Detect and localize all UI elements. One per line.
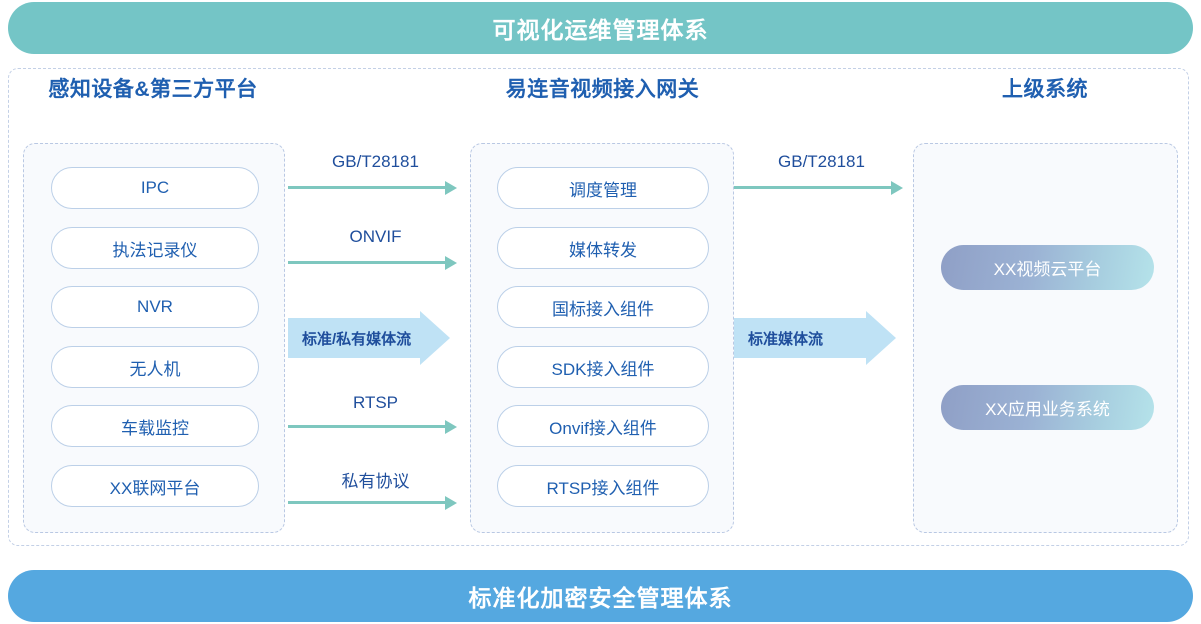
upper-system-label: XX应用业务系统	[985, 400, 1110, 419]
gateway-item-rtsp-access[interactable]: RTSP接入组件	[497, 465, 709, 507]
top-banner: 可视化运维管理体系	[8, 2, 1193, 54]
upper-system-business-app[interactable]: XX应用业务系统	[941, 385, 1154, 430]
connector-line-rtsp	[288, 425, 445, 428]
connector-arrowhead-gbt28181-left	[445, 181, 457, 195]
device-item-vehicle[interactable]: 车载监控	[51, 405, 259, 447]
gateway-item-label: RTSP接入组件	[546, 478, 660, 498]
connector-block-label-standard-stream: 标准媒体流	[748, 330, 824, 348]
connector-label-rtsp: RTSP	[352, 393, 399, 412]
device-item-label: 无人机	[129, 359, 181, 379]
device-item-recorder[interactable]: 执法记录仪	[51, 227, 259, 269]
column-right: 上级系统	[900, 76, 1190, 106]
bottom-banner-label: 标准化加密安全管理体系	[468, 585, 733, 611]
column-middle-title: 易连音视频接入网关	[505, 78, 700, 101]
column-right-title: 上级系统	[1002, 78, 1088, 101]
device-item-label: 执法记录仪	[112, 240, 198, 260]
gateway-item-dispatch[interactable]: 调度管理	[497, 167, 709, 209]
device-item-drone[interactable]: 无人机	[51, 346, 259, 388]
device-item-label: 车载监控	[121, 418, 189, 438]
connector-block-standard-stream: 标准媒体流	[734, 318, 866, 358]
gateway-item-forward[interactable]: 媒体转发	[497, 227, 709, 269]
top-banner-label: 可视化运维管理体系	[492, 17, 709, 43]
connector-arrowhead-private-protocol	[445, 496, 457, 510]
connector-block-label-standard-private-stream: 标准/私有媒体流	[302, 330, 412, 348]
device-item-label: NVR	[137, 297, 173, 316]
connector-line-private-protocol	[288, 501, 445, 504]
connector-line-gbt28181-right	[734, 186, 891, 189]
connector-arrowhead-rtsp	[445, 420, 457, 434]
device-item-ipc[interactable]: IPC	[51, 167, 259, 209]
outer-dashed-frame	[8, 68, 1189, 546]
gateway-item-onvif-access[interactable]: Onvif接入组件	[497, 405, 709, 447]
gateway-item-label: 调度管理	[569, 180, 637, 200]
gateway-item-label: 媒体转发	[569, 240, 637, 260]
connector-line-gbt28181-left	[288, 186, 445, 189]
group-box-right	[913, 143, 1178, 533]
column-middle: 易连音视频接入网关	[455, 76, 750, 106]
connector-label-gbt28181-left: GB/T28181	[332, 152, 419, 171]
connector-block-standard-private-stream: 标准/私有媒体流	[288, 318, 420, 358]
connector-label-onvif: ONVIF	[349, 227, 402, 246]
device-item-label: IPC	[140, 178, 170, 197]
gateway-item-label: SDK接入组件	[551, 359, 655, 379]
column-left: 感知设备&第三方平台	[8, 76, 298, 106]
connector-block-head-standard-stream	[866, 311, 896, 365]
upper-system-video-cloud[interactable]: XX视频云平台	[941, 245, 1154, 290]
device-item-platform[interactable]: XX联网平台	[51, 465, 259, 507]
column-left-title: 感知设备&第三方平台	[48, 78, 258, 101]
device-item-label: XX联网平台	[109, 478, 201, 498]
connector-label-gbt28181-right: GB/T28181	[778, 152, 865, 171]
connector-line-onvif	[288, 261, 445, 264]
connector-arrowhead-gbt28181-right	[891, 181, 903, 195]
connector-label-private-protocol: 私有协议	[341, 472, 410, 491]
gateway-item-label: 国标接入组件	[552, 299, 654, 319]
upper-system-label: XX视频云平台	[993, 260, 1102, 279]
connector-block-head-standard-private-stream	[420, 311, 450, 365]
gateway-item-sdk-access[interactable]: SDK接入组件	[497, 346, 709, 388]
connector-arrowhead-onvif	[445, 256, 457, 270]
gateway-item-gb-access[interactable]: 国标接入组件	[497, 286, 709, 328]
device-item-nvr[interactable]: NVR	[51, 286, 259, 328]
bottom-banner: 标准化加密安全管理体系	[8, 570, 1193, 622]
gateway-item-label: Onvif接入组件	[549, 418, 657, 438]
